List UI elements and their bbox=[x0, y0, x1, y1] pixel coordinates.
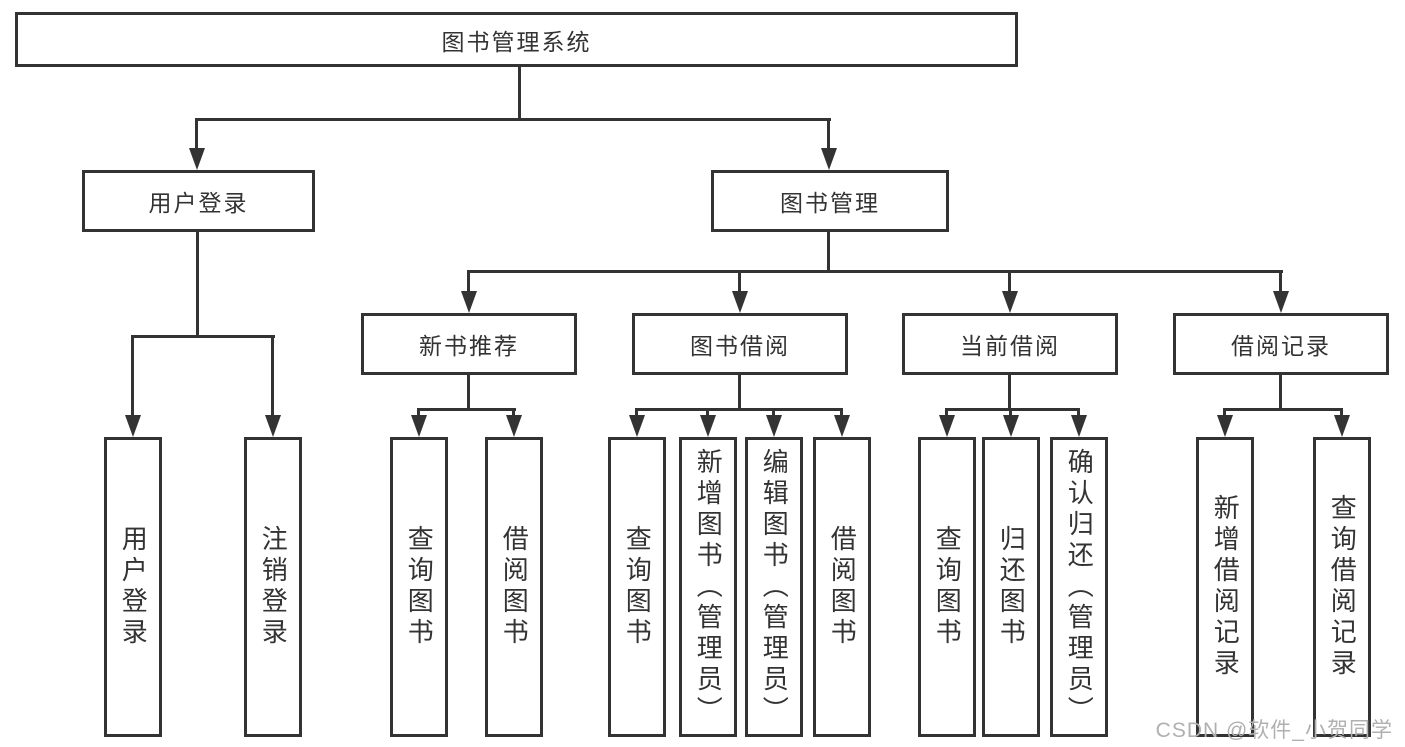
leaf-add-books-admin: 新增图书（管理员） bbox=[679, 437, 737, 737]
node-root: 图书管理系统 bbox=[15, 12, 1018, 67]
arrow-down-icon bbox=[265, 415, 281, 437]
leaf-query-books-recommend: 查询图书 bbox=[390, 437, 448, 737]
node-label: 新增借阅记录 bbox=[1210, 494, 1241, 680]
node-label: 确认归还（管理员） bbox=[1064, 447, 1095, 727]
node-label: 用户登录 bbox=[118, 525, 149, 649]
connector-line bbox=[467, 270, 470, 296]
connector-line bbox=[738, 374, 741, 410]
leaf-query-books-current: 查询图书 bbox=[918, 437, 976, 737]
node-label: 借阅图书 bbox=[499, 525, 530, 649]
node-label: 查询借阅记录 bbox=[1327, 494, 1358, 680]
connector-line bbox=[1008, 374, 1011, 410]
csdn-watermark: CSDN @软件_小贺同学 bbox=[1155, 719, 1393, 742]
connector-line bbox=[1223, 408, 1226, 420]
arrow-down-icon bbox=[1217, 415, 1233, 437]
node-book-management: 图书管理 bbox=[711, 170, 949, 232]
connector-line bbox=[827, 231, 830, 272]
arrow-down-icon bbox=[461, 291, 477, 313]
node-label: 用户登录 bbox=[148, 190, 249, 216]
leaf-borrow-books-recommend: 借阅图书 bbox=[485, 437, 543, 737]
node-label: 图书管理 bbox=[780, 190, 880, 216]
leaf-add-borrow-record: 新增借阅记录 bbox=[1196, 437, 1254, 737]
node-book-borrowing: 图书借阅 bbox=[632, 313, 848, 375]
node-label: 查询图书 bbox=[622, 525, 653, 649]
node-label: 归还图书 bbox=[996, 525, 1027, 649]
arrow-down-icon bbox=[939, 415, 955, 437]
connector-line bbox=[467, 270, 1283, 273]
arrow-down-icon bbox=[125, 415, 141, 437]
leaf-confirm-return-admin: 确认归还（管理员） bbox=[1050, 437, 1108, 737]
node-current-borrowing: 当前借阅 bbox=[902, 313, 1118, 375]
connector-line bbox=[417, 408, 516, 411]
node-label: 查询图书 bbox=[932, 525, 963, 649]
connector-line bbox=[772, 408, 775, 420]
connector-line bbox=[467, 374, 470, 410]
node-label: 借阅图书 bbox=[827, 525, 858, 649]
arrow-down-icon bbox=[766, 415, 782, 437]
arrow-down-icon bbox=[1071, 415, 1087, 437]
connector-line bbox=[195, 118, 198, 154]
connector-line bbox=[706, 408, 709, 420]
arrow-down-icon bbox=[834, 415, 850, 437]
connector-line bbox=[1009, 408, 1012, 420]
arrow-down-icon bbox=[1273, 291, 1289, 313]
leaf-query-books-borrowing: 查询图书 bbox=[608, 437, 666, 737]
node-label: 编辑图书（管理员） bbox=[759, 447, 790, 727]
arrow-down-icon bbox=[1002, 291, 1018, 313]
connector-line bbox=[1340, 408, 1343, 420]
arrow-down-icon bbox=[506, 415, 522, 437]
leaf-user-login: 用户登录 bbox=[104, 437, 162, 737]
node-label: 查询图书 bbox=[404, 525, 435, 649]
connector-line bbox=[945, 408, 948, 420]
node-user-login: 用户登录 bbox=[82, 170, 315, 232]
connector-line bbox=[738, 270, 741, 296]
node-borrowing-records: 借阅记录 bbox=[1173, 313, 1389, 375]
node-label: 图书借阅 bbox=[690, 333, 790, 359]
connector-line bbox=[131, 335, 275, 338]
connector-line bbox=[635, 408, 843, 411]
connector-line bbox=[196, 231, 199, 337]
connector-line bbox=[635, 408, 638, 420]
connector-line bbox=[1008, 270, 1011, 296]
connector-line bbox=[271, 335, 274, 421]
connector-line bbox=[417, 408, 420, 420]
connector-line bbox=[195, 118, 831, 121]
node-label: 借阅记录 bbox=[1231, 333, 1331, 359]
arrow-down-icon bbox=[821, 148, 837, 170]
connector-line bbox=[1077, 408, 1080, 420]
node-label: 当前借阅 bbox=[960, 333, 1060, 359]
arrow-down-icon bbox=[189, 148, 205, 170]
node-label: 注销登录 bbox=[258, 525, 289, 649]
leaf-edit-books-admin: 编辑图书（管理员） bbox=[745, 437, 803, 737]
connector-line bbox=[1279, 374, 1282, 410]
connector-line bbox=[827, 118, 830, 154]
connector-line bbox=[945, 408, 1080, 411]
leaf-borrow-books: 借阅图书 bbox=[813, 437, 871, 737]
connector-line bbox=[131, 335, 134, 421]
connector-line bbox=[512, 408, 515, 420]
arrow-down-icon bbox=[1334, 415, 1350, 437]
connector-line bbox=[518, 66, 521, 121]
node-label: 图书管理系统 bbox=[441, 28, 592, 55]
node-new-book-recommend: 新书推荐 bbox=[361, 313, 577, 375]
node-label: 新书推荐 bbox=[419, 333, 519, 359]
leaf-query-borrow-record: 查询借阅记录 bbox=[1313, 437, 1371, 737]
arrow-down-icon bbox=[700, 415, 716, 437]
connector-line bbox=[1279, 270, 1282, 296]
arrow-down-icon bbox=[411, 415, 427, 437]
arrow-down-icon bbox=[732, 291, 748, 313]
arrow-down-icon bbox=[1003, 415, 1019, 437]
connector-line bbox=[840, 408, 843, 420]
leaf-return-books: 归还图书 bbox=[982, 437, 1040, 737]
node-label: 新增图书（管理员） bbox=[693, 447, 724, 727]
arrow-down-icon bbox=[629, 415, 645, 437]
connector-line bbox=[1223, 408, 1343, 411]
leaf-logout: 注销登录 bbox=[244, 437, 302, 737]
